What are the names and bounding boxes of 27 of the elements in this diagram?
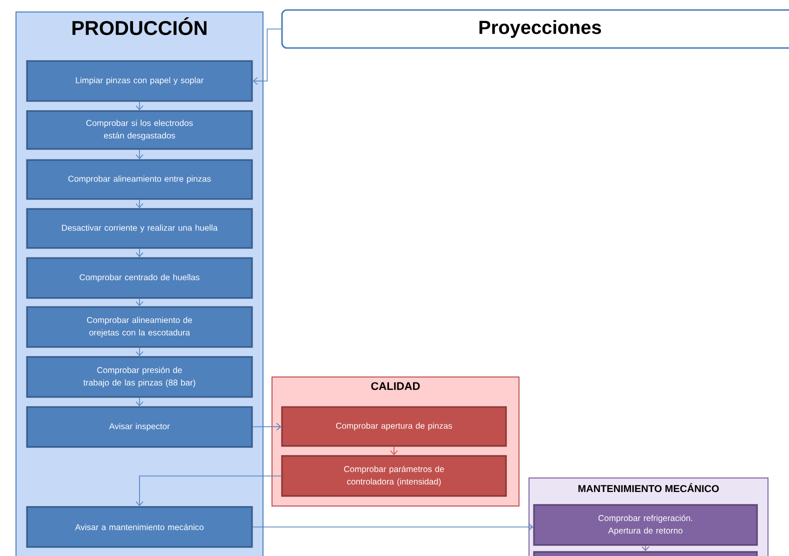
title-box: Proyecciones bbox=[281, 9, 789, 49]
process-box: Desactivar corriente y realizar una huella bbox=[26, 208, 253, 249]
process-box: Limpiar pinzas con papel y soplar bbox=[26, 60, 253, 102]
process-box: Comprobar apertura de pinzas bbox=[281, 406, 507, 447]
arrow bbox=[252, 523, 534, 531]
arrow bbox=[136, 199, 144, 208]
arrow bbox=[642, 545, 650, 552]
process-box: Comprobar alineamiento entre pinzas bbox=[26, 159, 253, 200]
arrow bbox=[252, 422, 282, 431]
process-box: Comprobar parámetros de controladora (intensidad) bbox=[281, 455, 507, 497]
process-box: Avisar inspector bbox=[26, 406, 253, 448]
process-box: Comprobar alineamiento de orejetas con la escotadura bbox=[26, 306, 253, 348]
arrow bbox=[136, 149, 144, 160]
arrow bbox=[390, 446, 398, 456]
step-box bbox=[533, 551, 758, 556]
process-box: Comprobar presión de trabajo de las pinzas (88 bar) bbox=[26, 356, 253, 398]
arrow bbox=[136, 397, 144, 406]
arrow bbox=[136, 476, 282, 506]
process-box: Comprobar si los electrodos están desgastados bbox=[26, 110, 253, 150]
process-box: Comprobar centrado de huellas bbox=[26, 257, 253, 299]
arrow bbox=[136, 347, 144, 356]
arrow bbox=[252, 28, 282, 85]
arrow bbox=[136, 101, 144, 110]
process-box: Comprobar refrigeración. Apertura de retorno bbox=[533, 504, 758, 546]
arrow bbox=[136, 248, 144, 258]
process-box: Avisar a mantenimiento mecánico bbox=[26, 506, 253, 548]
arrow bbox=[136, 298, 144, 306]
